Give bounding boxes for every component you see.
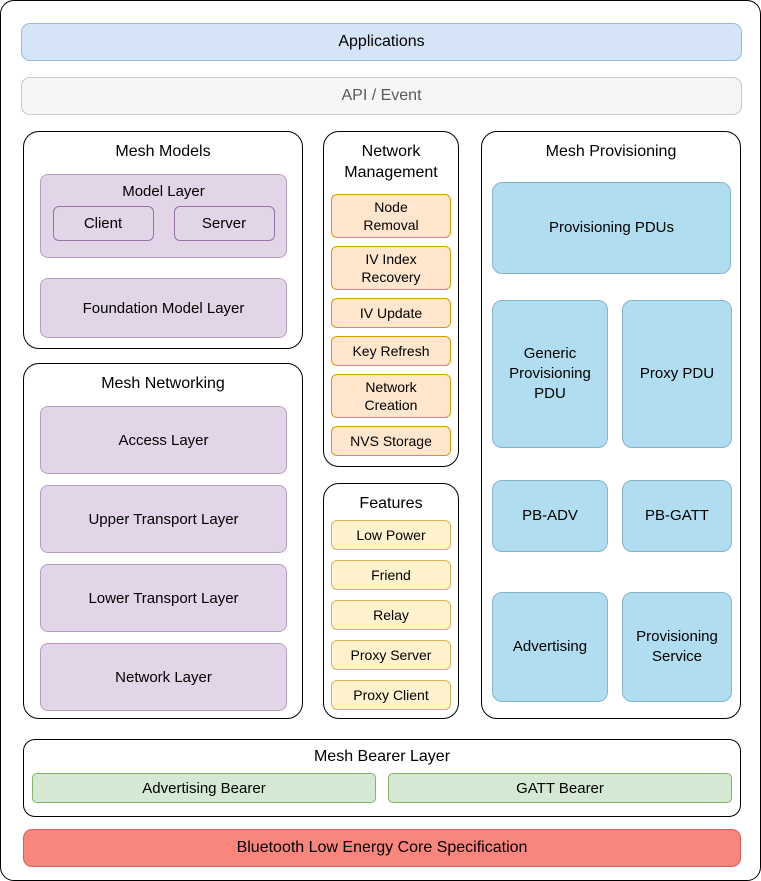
server-box: Server (173, 206, 275, 241)
network-layer-box: Network Layer (40, 643, 287, 711)
access-layer-box: Access Layer (40, 406, 287, 474)
mesh-bearer-row: Advertising Bearer GATT Bearer (32, 773, 732, 803)
iv-index-recovery-box: IV Index Recovery (331, 246, 451, 290)
mesh-provisioning-title: Mesh Provisioning (545, 143, 677, 160)
applications-bar: Applications (21, 23, 742, 61)
generic-provisioning-pdu-box: Generic Provisioning PDU (492, 300, 608, 448)
mesh-networking-title: Mesh Networking (101, 375, 225, 392)
advertising-bearer-box: Advertising Bearer (32, 773, 376, 803)
provisioning-pdus-box: Provisioning PDUs (492, 182, 731, 274)
mesh-bearer-layer-title: Mesh Bearer Layer (313, 748, 451, 765)
applications-label: Applications (338, 33, 425, 50)
network-management-title: Network Management (344, 143, 438, 181)
network-management-panel: Network Management Node Removal IV Index… (323, 131, 459, 467)
mesh-networking-stack: Access Layer Upper Transport Layer Lower… (40, 406, 287, 711)
friend-box: Friend (331, 560, 451, 590)
features-title: Features (359, 495, 423, 512)
node-removal-box: Node Removal (331, 194, 451, 238)
network-management-list: Node Removal IV Index Recovery IV Update… (331, 194, 451, 456)
model-layer-title: Model Layer (122, 183, 205, 200)
low-power-box: Low Power (331, 520, 451, 550)
proxy-pdu-box: Proxy PDU (622, 300, 732, 448)
api-event-bar: API / Event (21, 77, 742, 115)
model-layer-row: Client Server (41, 206, 286, 241)
model-layer-box: Model Layer Client Server (40, 174, 287, 258)
mesh-provisioning-panel: Mesh Provisioning Provisioning PDUs Gene… (481, 131, 741, 719)
lower-transport-layer-box: Lower Transport Layer (40, 564, 287, 632)
gatt-bearer-box: GATT Bearer (388, 773, 732, 803)
upper-transport-layer-box: Upper Transport Layer (40, 485, 287, 553)
advertising-box: Advertising (492, 592, 608, 702)
pb-gatt-box: PB-GATT (622, 480, 732, 552)
provisioning-service-box: Provisioning Service (622, 592, 732, 702)
foundation-model-layer-box: Foundation Model Layer (40, 278, 287, 338)
features-list: Low Power Friend Relay Proxy Server Prox… (331, 520, 451, 710)
key-refresh-box: Key Refresh (331, 336, 451, 366)
mesh-models-panel: Mesh Models Model Layer Client Server Fo… (23, 131, 303, 349)
ble-core-spec-label: Bluetooth Low Energy Core Specification (236, 839, 528, 856)
iv-update-box: IV Update (331, 298, 451, 328)
mesh-networking-panel: Mesh Networking Access Layer Upper Trans… (23, 363, 303, 719)
client-box: Client (52, 206, 154, 241)
proxy-client-box: Proxy Client (331, 680, 451, 710)
network-creation-box: Network Creation (331, 374, 451, 418)
pb-adv-box: PB-ADV (492, 480, 608, 552)
mesh-models-title: Mesh Models (115, 143, 211, 160)
ble-core-spec-bar: Bluetooth Low Energy Core Specification (23, 829, 741, 867)
proxy-server-box: Proxy Server (331, 640, 451, 670)
nvs-storage-box: NVS Storage (331, 426, 451, 456)
features-panel: Features Low Power Friend Relay Proxy Se… (323, 483, 459, 719)
mesh-bearer-layer-panel: Mesh Bearer Layer Advertising Bearer GAT… (23, 739, 741, 817)
relay-box: Relay (331, 600, 451, 630)
api-event-label: API / Event (341, 87, 422, 104)
